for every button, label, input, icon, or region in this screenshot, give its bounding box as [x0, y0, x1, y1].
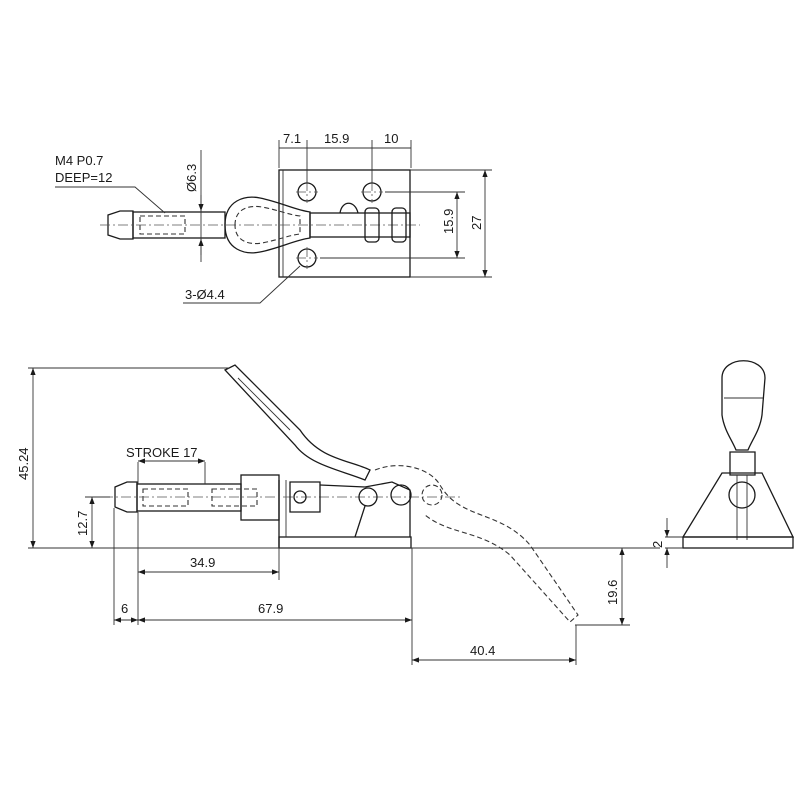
dim-plunger-to-base: 34.9	[190, 555, 215, 570]
side-view: 45.24 12.7 STROKE 17 34.9 6 67.9 19.6 40…	[16, 364, 660, 665]
dim-handle-reach: 40.4	[470, 643, 495, 658]
dim-overall-height: 45.24	[16, 447, 31, 480]
handle-end	[721, 360, 766, 451]
plunger-diameter: Ø6.3	[184, 164, 199, 192]
plunger-tip	[107, 210, 134, 240]
dim-plunger-height: 12.7	[75, 511, 90, 536]
dim-handle-drop: 19.6	[605, 580, 620, 605]
thread-note: M4 P0.7	[55, 153, 103, 168]
dim-hole-pitch: 15.9	[324, 131, 349, 146]
handle-side	[223, 364, 371, 481]
dim-base-width: 27	[469, 216, 484, 230]
base-plate-side	[278, 536, 412, 549]
thread-leader	[55, 186, 166, 214]
handle-open-position	[374, 465, 579, 623]
thread-depth-note: DEEP=12	[55, 170, 112, 185]
end-view: 2	[650, 360, 795, 568]
dim-hole-offset: 7.1	[283, 131, 301, 146]
dim-plunger-length: 67.9	[258, 601, 283, 616]
dim-vertical-pitch: 15.9	[441, 209, 456, 234]
dim-end-offset: 10	[384, 131, 398, 146]
stroke-label: STROKE 17	[126, 445, 198, 460]
base-plate-end	[682, 536, 794, 549]
dim-base-thickness: 2	[650, 541, 665, 548]
dim-tip-length: 6	[121, 601, 128, 616]
mounting-holes-note: 3-Ø4.4	[185, 287, 225, 302]
top-view: M4 P0.7 DEEP=12 Ø6.3 7.1 15.9 10 15.9 27…	[55, 131, 492, 304]
